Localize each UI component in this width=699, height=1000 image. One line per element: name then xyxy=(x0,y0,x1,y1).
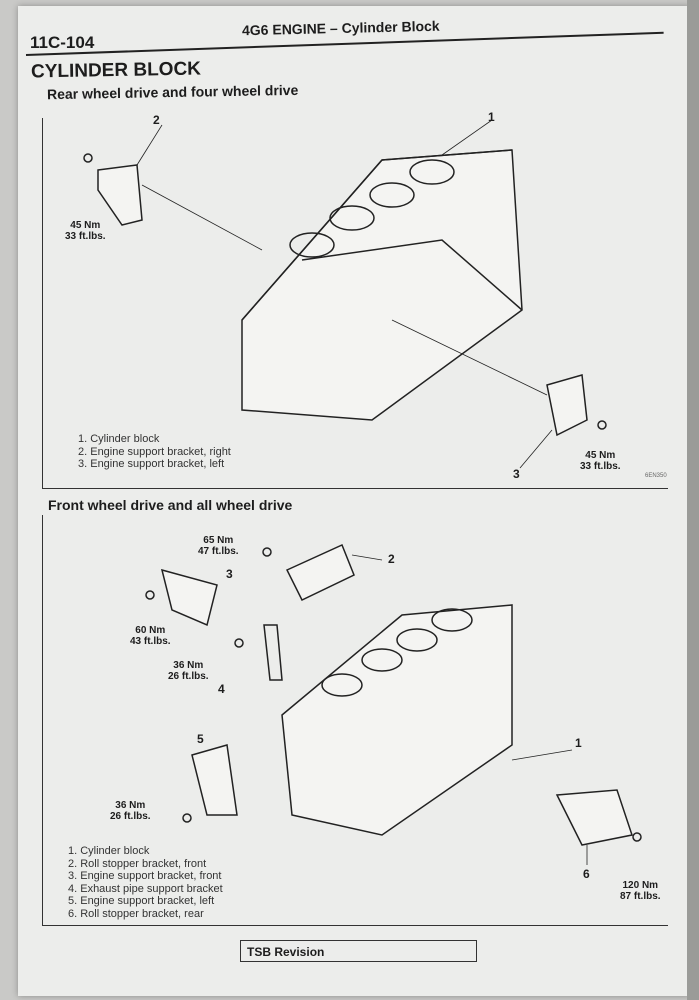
fwd-callout-1: 1 xyxy=(575,736,582,750)
callout-1: 1 xyxy=(488,110,495,124)
fwd-callout-6: 6 xyxy=(583,867,590,881)
rwd-legend: 1. Cylinder block 2. Engine support brac… xyxy=(78,433,231,471)
page-number: 11C-104 xyxy=(30,33,95,52)
fwd-engine-illustration xyxy=(145,543,642,865)
torque-nm: 36 Nm xyxy=(173,660,204,671)
torque-ftlbs: 43 ft.lbs. xyxy=(130,636,171,647)
torque-nm: 45 Nm xyxy=(585,450,616,461)
torque-nm: 120 Nm xyxy=(622,880,659,891)
legend-item: 5. Engine support bracket, left xyxy=(68,895,215,907)
fwd-callout-4: 4 xyxy=(218,682,225,696)
rwd-engine-illustration xyxy=(83,119,607,469)
legend-item: 1. Cylinder block xyxy=(78,433,160,445)
fwd-figure-frame xyxy=(42,515,668,926)
figure-code: 6EN350 xyxy=(645,473,667,479)
torque-ftlbs: 26 ft.lbs. xyxy=(110,811,151,822)
torque-ftlbs: 47 ft.lbs. xyxy=(198,546,239,557)
fwd-callout-5: 5 xyxy=(197,732,204,746)
binding-edge xyxy=(687,0,699,1000)
torque-ftlbs: 33 ft.lbs. xyxy=(65,231,106,242)
tsb-revision-box: TSB Revision xyxy=(240,940,477,962)
rwd-figure-frame xyxy=(42,118,668,489)
torque-ftlbs: 33 ft.lbs. xyxy=(580,461,621,472)
torque-nm: 60 Nm xyxy=(135,625,166,636)
fwd-subtitle: Front wheel drive and all wheel drive xyxy=(48,497,293,513)
torque-nm: 45 Nm xyxy=(70,220,101,231)
legend-item: 6. Roll stopper bracket, rear xyxy=(68,907,204,920)
legend-item: 3. Engine support bracket, front xyxy=(68,870,222,882)
legend-item: 4. Exhaust pipe support bracket xyxy=(68,882,223,895)
callout-3: 3 xyxy=(513,467,520,481)
torque-ftlbs: 87 ft.lbs. xyxy=(620,891,661,902)
fwd-callout-3: 3 xyxy=(226,567,233,581)
legend-item: 2. Roll stopper bracket, front xyxy=(68,857,207,870)
callout-2: 2 xyxy=(153,113,160,127)
fwd-legend: 1. Cylinder block 2. Roll stopper bracke… xyxy=(68,845,223,920)
legend-item: 1. Cylinder block xyxy=(68,845,150,857)
torque-nm: 36 Nm xyxy=(115,800,146,811)
torque-nm: 65 Nm xyxy=(203,535,234,546)
legend-item: 2. Engine support bracket, right xyxy=(78,445,231,458)
legend-item: 3. Engine support bracket, left xyxy=(78,458,225,470)
page-title: CYLINDER BLOCK xyxy=(30,58,202,83)
fwd-callout-2: 2 xyxy=(388,552,395,566)
torque-ftlbs: 26 ft.lbs. xyxy=(168,671,209,682)
